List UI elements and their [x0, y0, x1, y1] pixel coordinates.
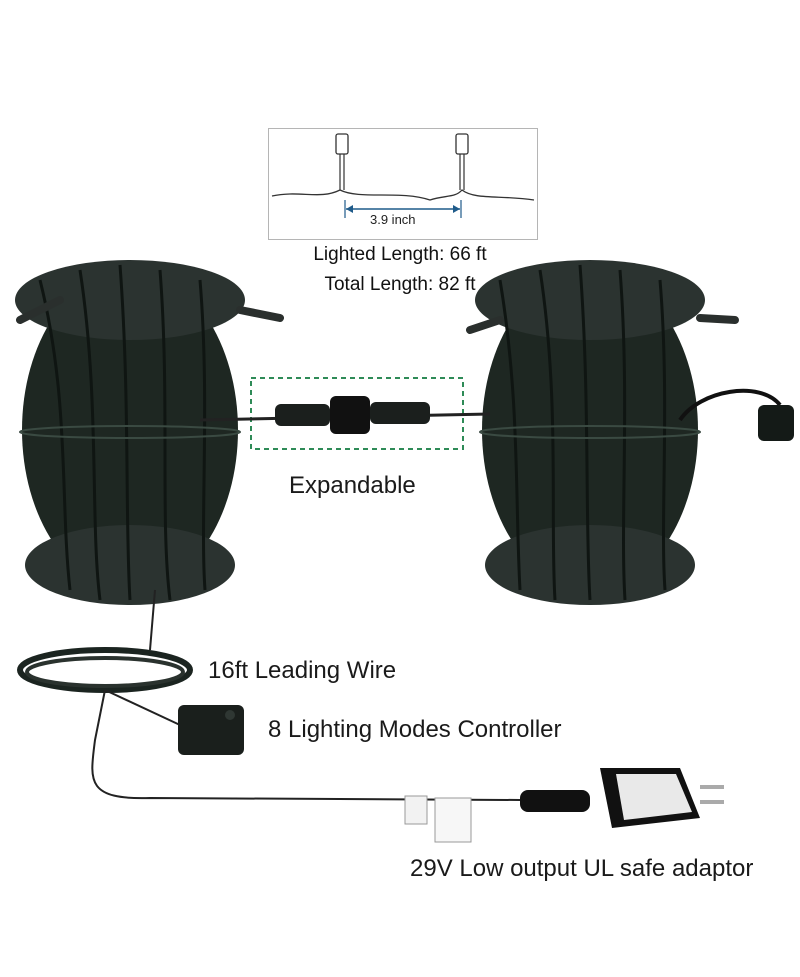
bulb-spacing-diagram [268, 128, 538, 240]
left-light-bundle [15, 260, 284, 605]
spacing-bulb-right [455, 133, 469, 155]
end-connector [678, 388, 794, 441]
expandable-connector [199, 396, 491, 434]
spacing-diagram-wire [271, 150, 535, 201]
spacing-bulb-left [335, 133, 349, 155]
total-length-label: Total Length: 82 ft [324, 274, 476, 295]
right-light-bundle [466, 260, 739, 605]
bulb-spacing-label: 3.9 inch [370, 212, 416, 227]
adaptor-label: 29V Low output UL safe adaptor [410, 855, 754, 882]
leading-wire-label: 16ft Leading Wire [208, 657, 397, 684]
power-adaptor [404, 768, 724, 843]
leading-wire-coil [17, 589, 521, 801]
controller-button-icon [225, 710, 235, 720]
controller-label: 8 Lighting Modes Controller [268, 716, 562, 743]
lighted-length-label: Lighted Length: 66 ft [313, 244, 487, 265]
expandable-label: Expandable [289, 472, 416, 499]
spacing-arrow [344, 200, 462, 218]
